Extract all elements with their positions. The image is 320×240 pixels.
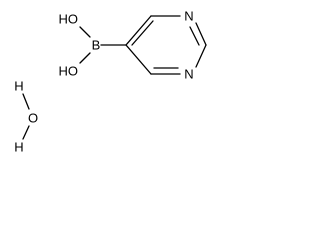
water-oxygen-label: O: [28, 111, 38, 126]
bond-c4-c4-inner: [131, 20, 154, 46]
nitrogen-bottom-label: N: [184, 67, 193, 82]
hydroxyl-top-label: HO: [59, 12, 79, 27]
boron-label: B: [92, 38, 101, 53]
water-hydrogen-bottom-label: H: [14, 140, 23, 155]
bond-n3-c2-inner: [189, 26, 200, 46]
bond-c2-n1: [195, 44, 207, 68]
bond-water-oh-top: [22, 93, 30, 110]
bond-boron-oh-bottom: [79, 52, 91, 64]
bond-n3-c2: [195, 22, 207, 46]
hydroxyl-bottom-label: HO: [59, 64, 79, 79]
bond-c5-c4: [125, 15, 152, 46]
chemical-structure: B HO HO N N H O H: [14, 9, 207, 155]
bond-water-oh-bottom: [22, 125, 30, 140]
bond-c6-c5: [125, 44, 152, 75]
bond-boron-oh-top: [79, 26, 91, 38]
water-hydrogen-top-label: H: [14, 79, 23, 94]
nitrogen-top-label: N: [184, 9, 193, 24]
